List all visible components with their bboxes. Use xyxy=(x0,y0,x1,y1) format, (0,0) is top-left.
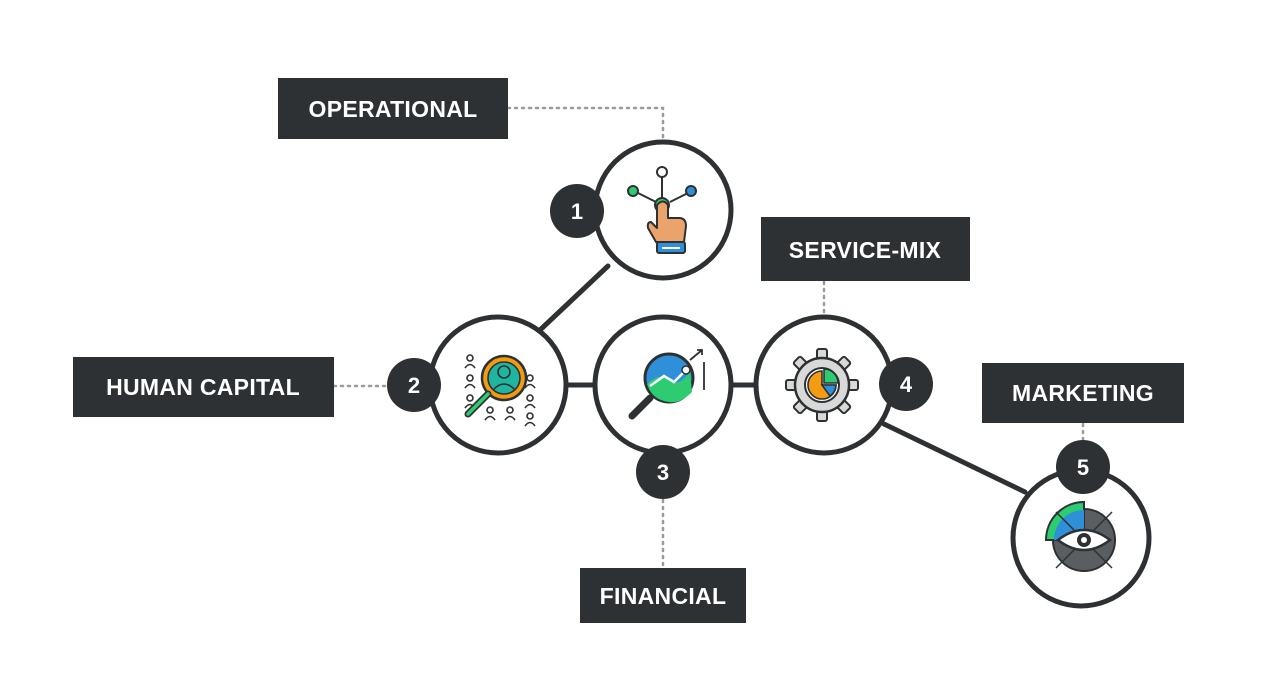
step-5-badge: 5 xyxy=(1056,440,1110,494)
label-service-mix-text: SERVICE-MIX xyxy=(789,237,942,263)
hand-tap-network-icon xyxy=(627,166,697,254)
step-1-number: 1 xyxy=(571,199,583,224)
step-4-number: 4 xyxy=(900,372,913,397)
connector-1-2 xyxy=(537,263,611,333)
gear-pie-chart-icon xyxy=(785,348,859,422)
step-4-badge: 4 xyxy=(879,357,933,411)
step-2-number: 2 xyxy=(408,373,420,398)
step-3-number: 3 xyxy=(657,460,669,485)
leader-lines xyxy=(332,106,1085,570)
connectors xyxy=(537,263,1028,495)
label-marketing-text: MARKETING xyxy=(1012,380,1154,406)
people-search-icon xyxy=(464,354,536,427)
label-service-mix[interactable]: SERVICE-MIX xyxy=(761,217,970,281)
label-marketing[interactable]: MARKETING xyxy=(982,363,1184,423)
step-5-number: 5 xyxy=(1077,455,1089,480)
label-financial-text: FINANCIAL xyxy=(600,583,727,609)
eye-radar-icon xyxy=(1044,500,1116,572)
step-3-badge: 3 xyxy=(636,445,690,499)
step-2-badge: 2 xyxy=(387,358,441,412)
leader-operational xyxy=(506,106,665,142)
label-human-capital-text: HUMAN CAPITAL xyxy=(106,374,300,400)
step-1-badge: 1 xyxy=(550,184,604,238)
label-human-capital[interactable]: HUMAN CAPITAL xyxy=(73,357,334,417)
label-operational-text: OPERATIONAL xyxy=(309,96,478,122)
label-financial[interactable]: FINANCIAL xyxy=(580,568,746,623)
magnifier-chart-icon xyxy=(628,349,705,420)
connector-4-5 xyxy=(881,421,1028,495)
label-boxes: OPERATIONAL HUMAN CAPITAL FINANCIAL SERV… xyxy=(73,78,1184,623)
label-operational[interactable]: OPERATIONAL xyxy=(278,78,508,139)
number-badges: 1 2 3 4 5 xyxy=(387,184,1110,499)
